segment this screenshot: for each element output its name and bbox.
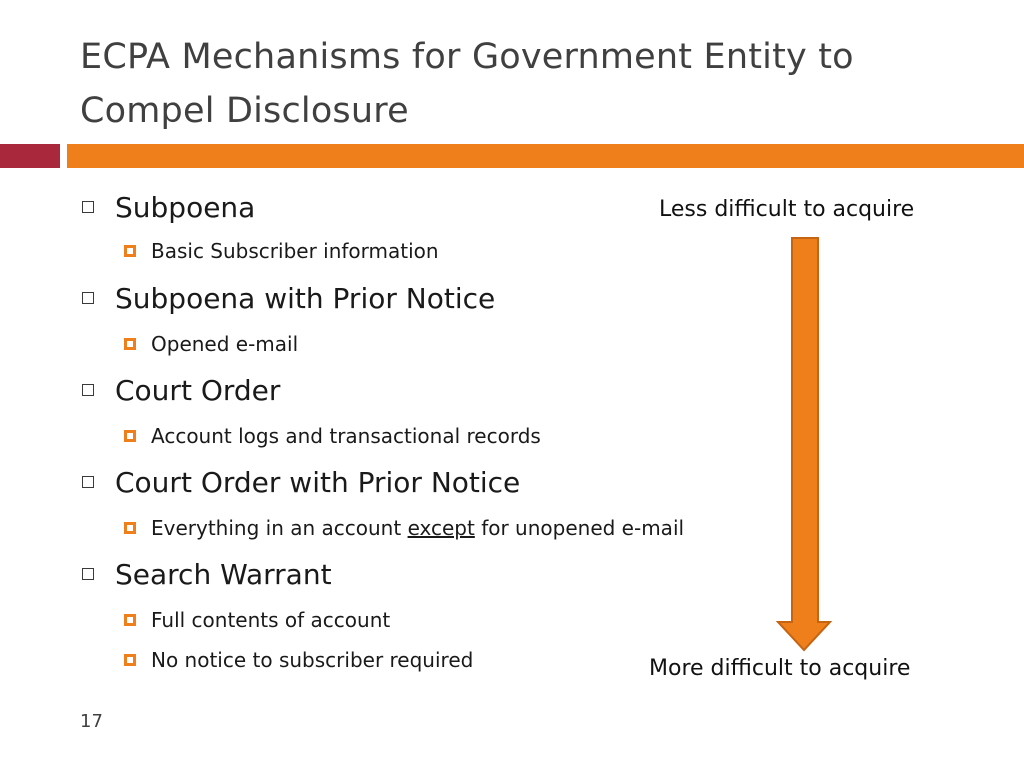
bullet-subpoena-with-prior-notice: Subpoena with Prior Notice [82,278,495,318]
bullet-subpoena: Subpoena [82,187,255,227]
sub-bullet-text-emphasis: except [407,516,475,540]
bullet-list: Subpoena Basic Subscriber information Su… [82,187,684,674]
bullet-search-warrant: Search Warrant [82,554,332,594]
title-divider-accent-orange [67,144,1024,168]
sub-bullet-text-post: for unopened e-mail [474,516,685,540]
sub-bullet-label: Basic Subscriber information [151,239,439,263]
orange-square-bullet-icon [124,614,136,626]
more-difficult-label: More difficult to acquire [649,656,911,681]
orange-square-bullet-icon [124,338,136,350]
sub-bullet-everything-except-unopened: Everything in an account except for unop… [124,514,684,542]
orange-square-bullet-icon [124,430,136,442]
sub-bullet-label: Full contents of account [151,608,391,632]
title-divider-accent-red [0,144,60,168]
bullet-court-order-with-prior-notice: Court Order with Prior Notice [82,462,520,502]
hollow-square-bullet-icon [82,384,94,396]
hollow-square-bullet-icon [82,476,94,488]
slide-title: ECPA Mechanisms for Government Entity to… [80,37,854,131]
bullet-label: Court Order with Prior Notice [115,465,521,499]
hollow-square-bullet-icon [82,201,94,213]
orange-square-bullet-icon [124,522,136,534]
less-difficult-label: Less difficult to acquire [659,197,915,222]
hollow-square-bullet-icon [82,292,94,304]
sub-bullet-text-pre: Everything in an account [151,516,408,540]
sub-bullet-label: No notice to subscriber required [151,648,474,672]
sub-bullet-label: Account logs and transactional records [151,424,541,448]
sub-bullet-opened-email: Opened e-mail [124,330,298,358]
sub-bullet-account-logs: Account logs and transactional records [124,422,541,450]
page-number: 17 [80,711,103,732]
sub-bullet-label: Everything in an account except for unop… [151,516,684,540]
orange-square-bullet-icon [124,245,136,257]
sub-bullet-no-notice: No notice to subscriber required [124,646,473,674]
sub-bullet-label: Opened e-mail [151,332,299,356]
bullet-label: Search Warrant [115,557,332,591]
hollow-square-bullet-icon [82,568,94,580]
down-arrow-icon [775,237,833,652]
bullet-label: Subpoena [115,190,256,224]
bullet-label: Court Order [115,373,281,407]
orange-square-bullet-icon [124,654,136,666]
bullet-label: Subpoena with Prior Notice [115,281,496,315]
sub-bullet-full-contents: Full contents of account [124,606,390,634]
bullet-court-order: Court Order [82,370,280,410]
down-arrow-shape [775,237,833,652]
sub-bullet-basic-subscriber-information: Basic Subscriber information [124,237,439,265]
